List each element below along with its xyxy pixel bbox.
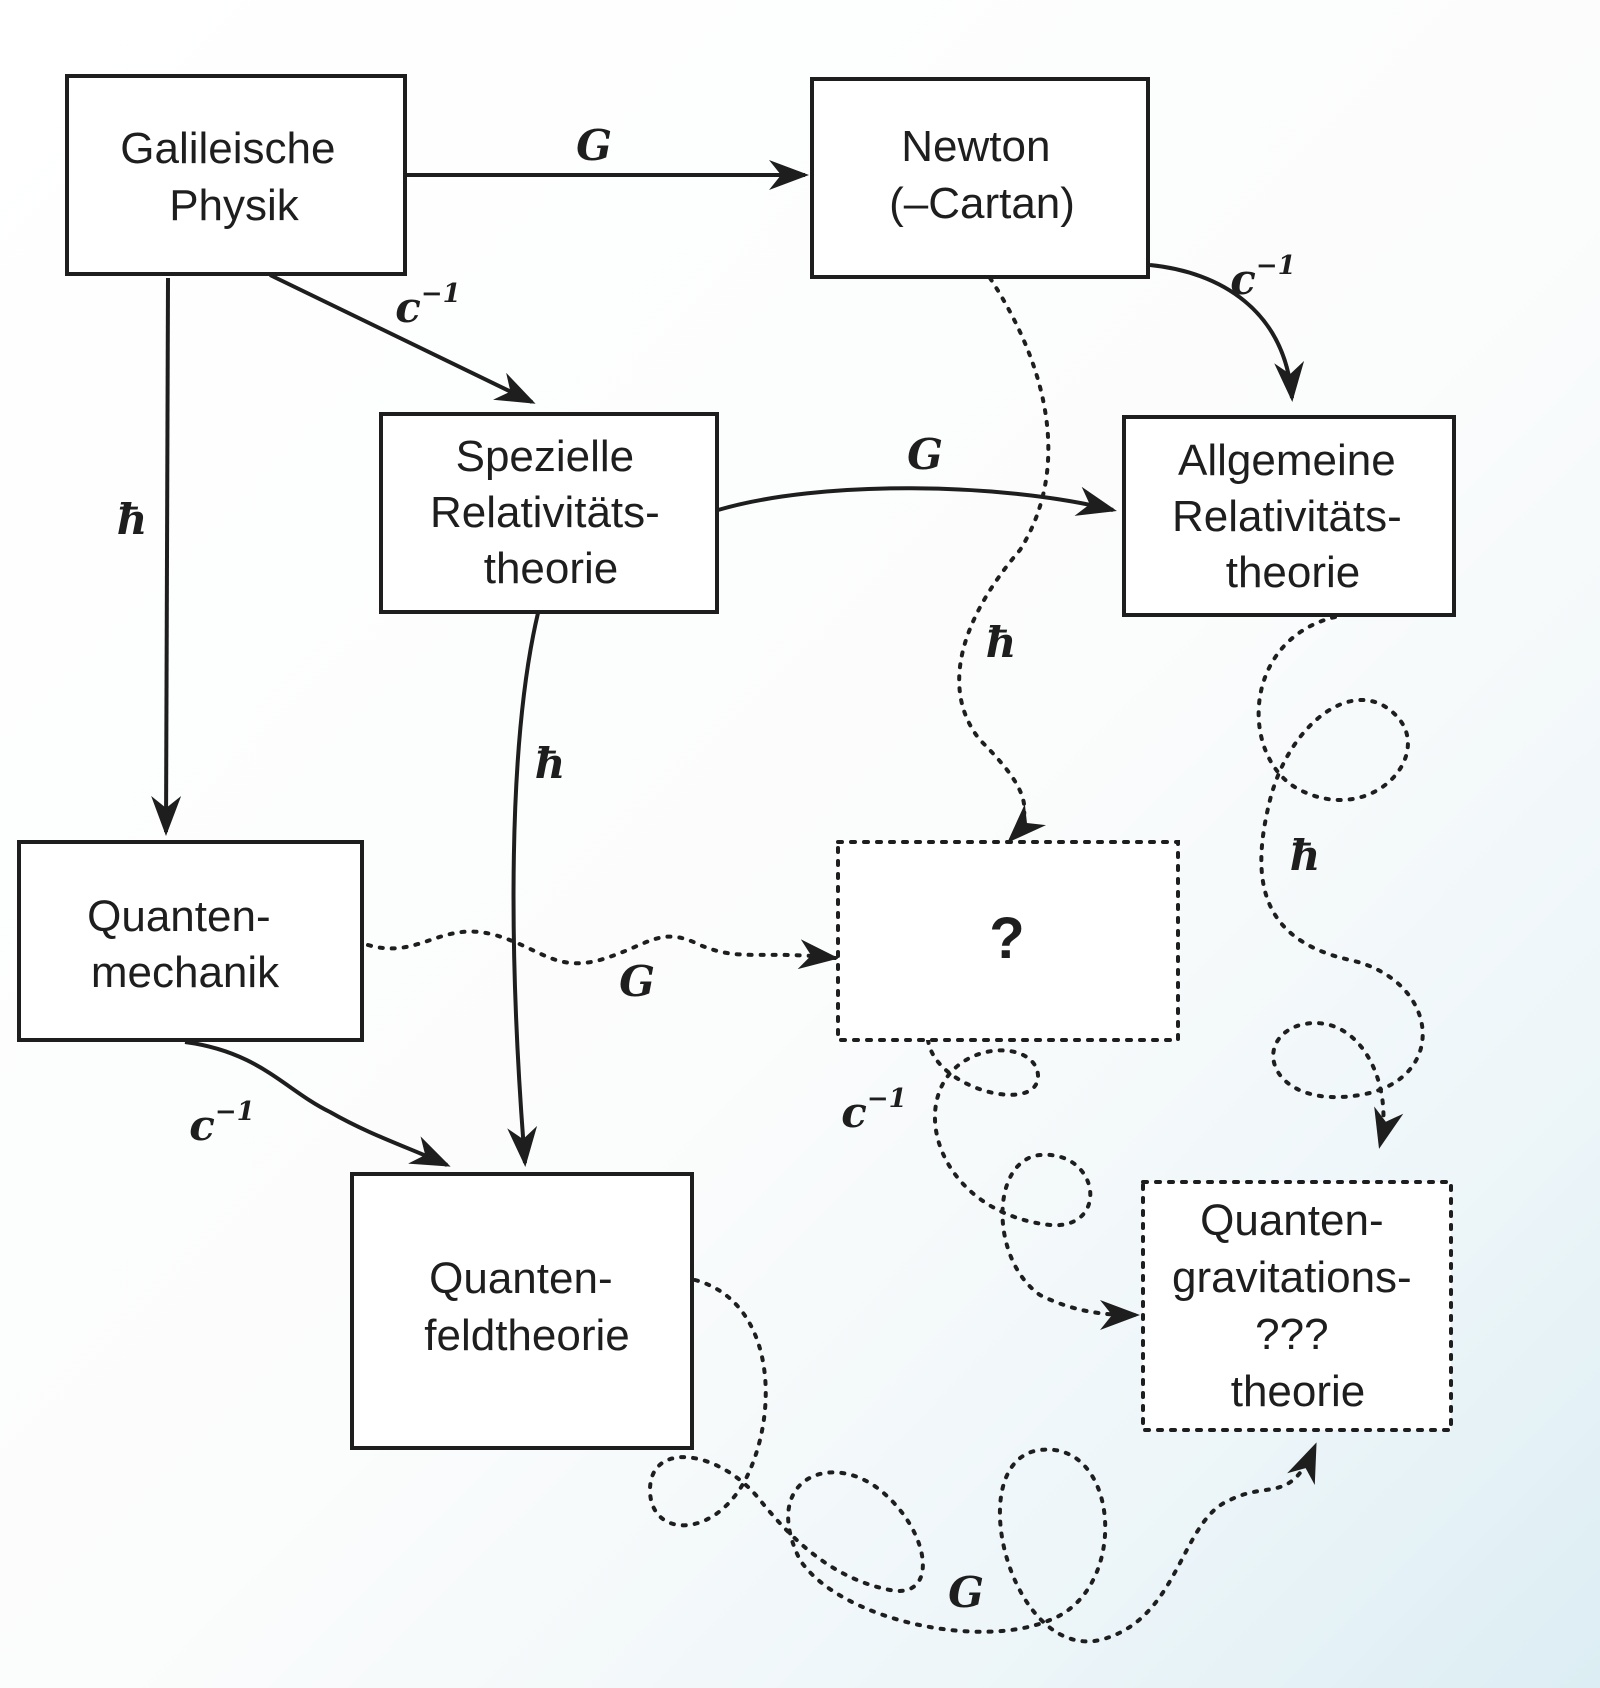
label-qft-to-qg: G [948, 1568, 984, 1617]
node-spezielle-rt [379, 412, 719, 614]
label-qm-to-qft: c−1 [189, 1097, 254, 1150]
node-newton-label: Newton (–Cartan) [889, 122, 1075, 228]
label-art-to-qg: ħ [1290, 831, 1321, 880]
label-newton-to-art: c−1 [1230, 251, 1295, 304]
edge-art-to-qg [1256, 615, 1425, 1149]
label-unknown-to-qg: c−1 [841, 1084, 906, 1137]
node-galileische-physik [65, 74, 407, 276]
node-spezielle-rt-label: Spezielle Relativitäts- theorie [430, 432, 672, 593]
node-quantenfeldtheorie-label: Quanten- feldtheorie [424, 1254, 629, 1360]
node-newton [810, 77, 1150, 279]
edge-newton-to-art [1149, 263, 1305, 402]
node-quantenmechanik-label: Quanten- mechanik [87, 892, 283, 997]
node-quantengravitation-label: Quanten- gravitations- ??? theorie [1172, 1196, 1424, 1416]
node-galileische-physik-label: Galileische Physik [120, 124, 347, 230]
label-gp-to-srt: c−1 [395, 279, 460, 332]
edge-srt-to-qft [507, 612, 540, 1167]
label-srt-to-art: G [907, 430, 943, 479]
node-quantenfeldtheorie [350, 1172, 694, 1450]
label-gp-to-qm: ħ [117, 495, 148, 544]
edge-unknown-to-qg [926, 1038, 1140, 1330]
label-gp-to-newton: G [576, 121, 612, 170]
edge-qm-to-unknown [366, 929, 839, 970]
label-srt-to-qft: ħ [535, 739, 566, 788]
label-newton-to-unknown: ħ [986, 618, 1017, 667]
node-allgemeine-rt-label: Allgemeine Relativitäts- theorie [1172, 436, 1414, 597]
edge-newton-to-unknown [957, 276, 1051, 843]
node-quantengravitation [1141, 1180, 1453, 1432]
edge-qft-to-qg [647, 1278, 1317, 1644]
node-unknown-label: ? [989, 906, 1024, 971]
edge-gp-to-srt [269, 273, 536, 404]
node-allgemeine-rt [1122, 415, 1456, 617]
edge-qm-to-qft [184, 1040, 451, 1167]
edge-srt-to-art [717, 486, 1117, 516]
node-quantenmechanik [17, 840, 364, 1042]
label-qm-to-unknown: G [619, 957, 655, 1006]
node-unknown [836, 840, 1180, 1042]
edge-gp-to-qm [151, 277, 182, 836]
